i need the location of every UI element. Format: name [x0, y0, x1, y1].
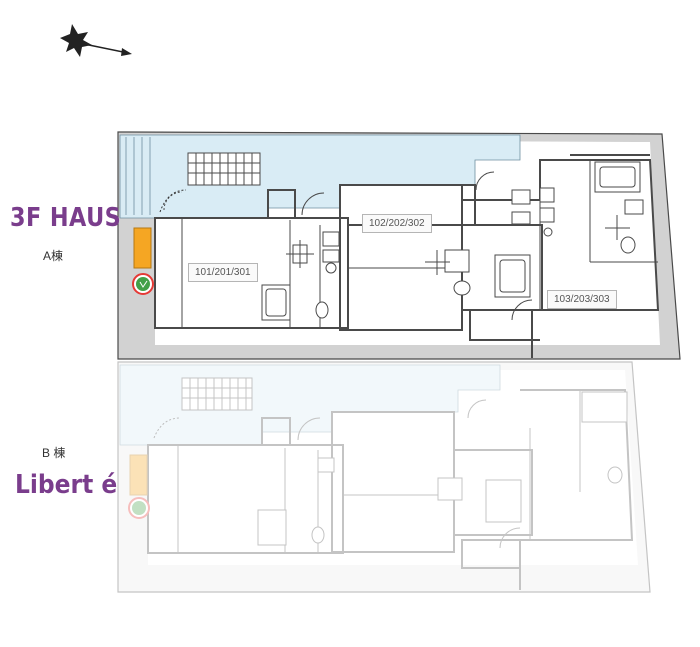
building-b-plan — [117, 361, 651, 593]
building-a-title: 3F HAUS — [10, 203, 122, 233]
unit-label-101: 101/201/301 — [188, 263, 258, 282]
unit-label-103: 103/203/303 — [547, 290, 617, 309]
staircase — [187, 152, 261, 186]
building-b-label: B 棟 — [42, 446, 66, 460]
building-a-label: A棟 — [43, 249, 64, 263]
building-b-title: Libert é — [15, 470, 118, 500]
building-a-plan — [117, 131, 681, 360]
tree-icon — [132, 273, 154, 295]
compass-star-icon — [60, 24, 132, 57]
parking-marker — [133, 227, 152, 269]
unit-label-102: 102/202/302 — [362, 214, 432, 233]
